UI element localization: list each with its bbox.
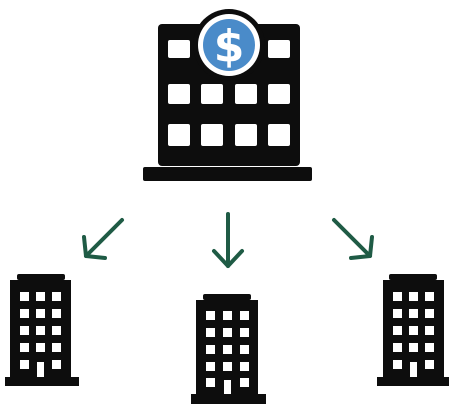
dollar-badge-fill	[203, 19, 255, 71]
branch-right-top-band	[389, 274, 437, 280]
office-building-icon	[5, 274, 79, 386]
arrow-down-right-icon	[332, 218, 374, 260]
office-building-icon	[191, 294, 266, 404]
branch-middle-windows	[206, 311, 249, 394]
branch-right-windows	[393, 292, 434, 377]
arrow-down-left-icon	[82, 218, 124, 260]
branch-middle-top-band	[203, 294, 251, 300]
dollar-sign-icon: $	[193, 9, 265, 81]
office-building-icon	[377, 274, 449, 386]
hq-windows	[168, 40, 290, 146]
branch-left-windows	[20, 292, 61, 377]
hq-building-body	[158, 24, 300, 166]
branch-middle-base	[191, 394, 266, 404]
branch-right-base	[377, 377, 449, 386]
bank-building-icon: $	[143, 9, 312, 181]
arrow-down-icon	[212, 212, 244, 268]
branch-left-base	[5, 377, 79, 386]
branch-left-top-band	[17, 274, 65, 280]
hq-building-base	[143, 167, 312, 181]
dollar-badge-text: $	[214, 21, 245, 72]
